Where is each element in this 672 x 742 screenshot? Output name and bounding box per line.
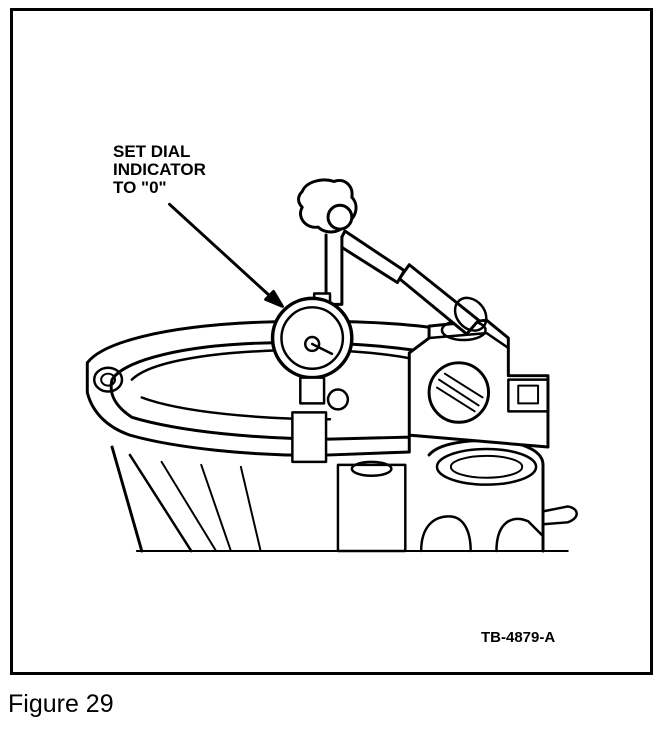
reference-code: TB-4879-A	[481, 629, 556, 646]
callout-line-3: TO "0"	[113, 178, 167, 197]
callout-line-1: SET DIAL	[113, 142, 191, 161]
transmission-dial-indicator-illustration	[85, 178, 578, 553]
callout-label: SET DIAL INDICATOR TO "0"	[113, 143, 206, 197]
callout-leader-arrow	[168, 202, 284, 308]
indicator-arm	[297, 178, 488, 336]
figure-frame: SET DIAL INDICATOR TO "0" TB-4879-A	[10, 8, 653, 675]
magnetic-base	[407, 318, 550, 449]
callout-line-2: INDICATOR	[113, 160, 206, 179]
dial-indicator	[270, 292, 354, 464]
figure-caption: Figure 29	[8, 690, 114, 718]
